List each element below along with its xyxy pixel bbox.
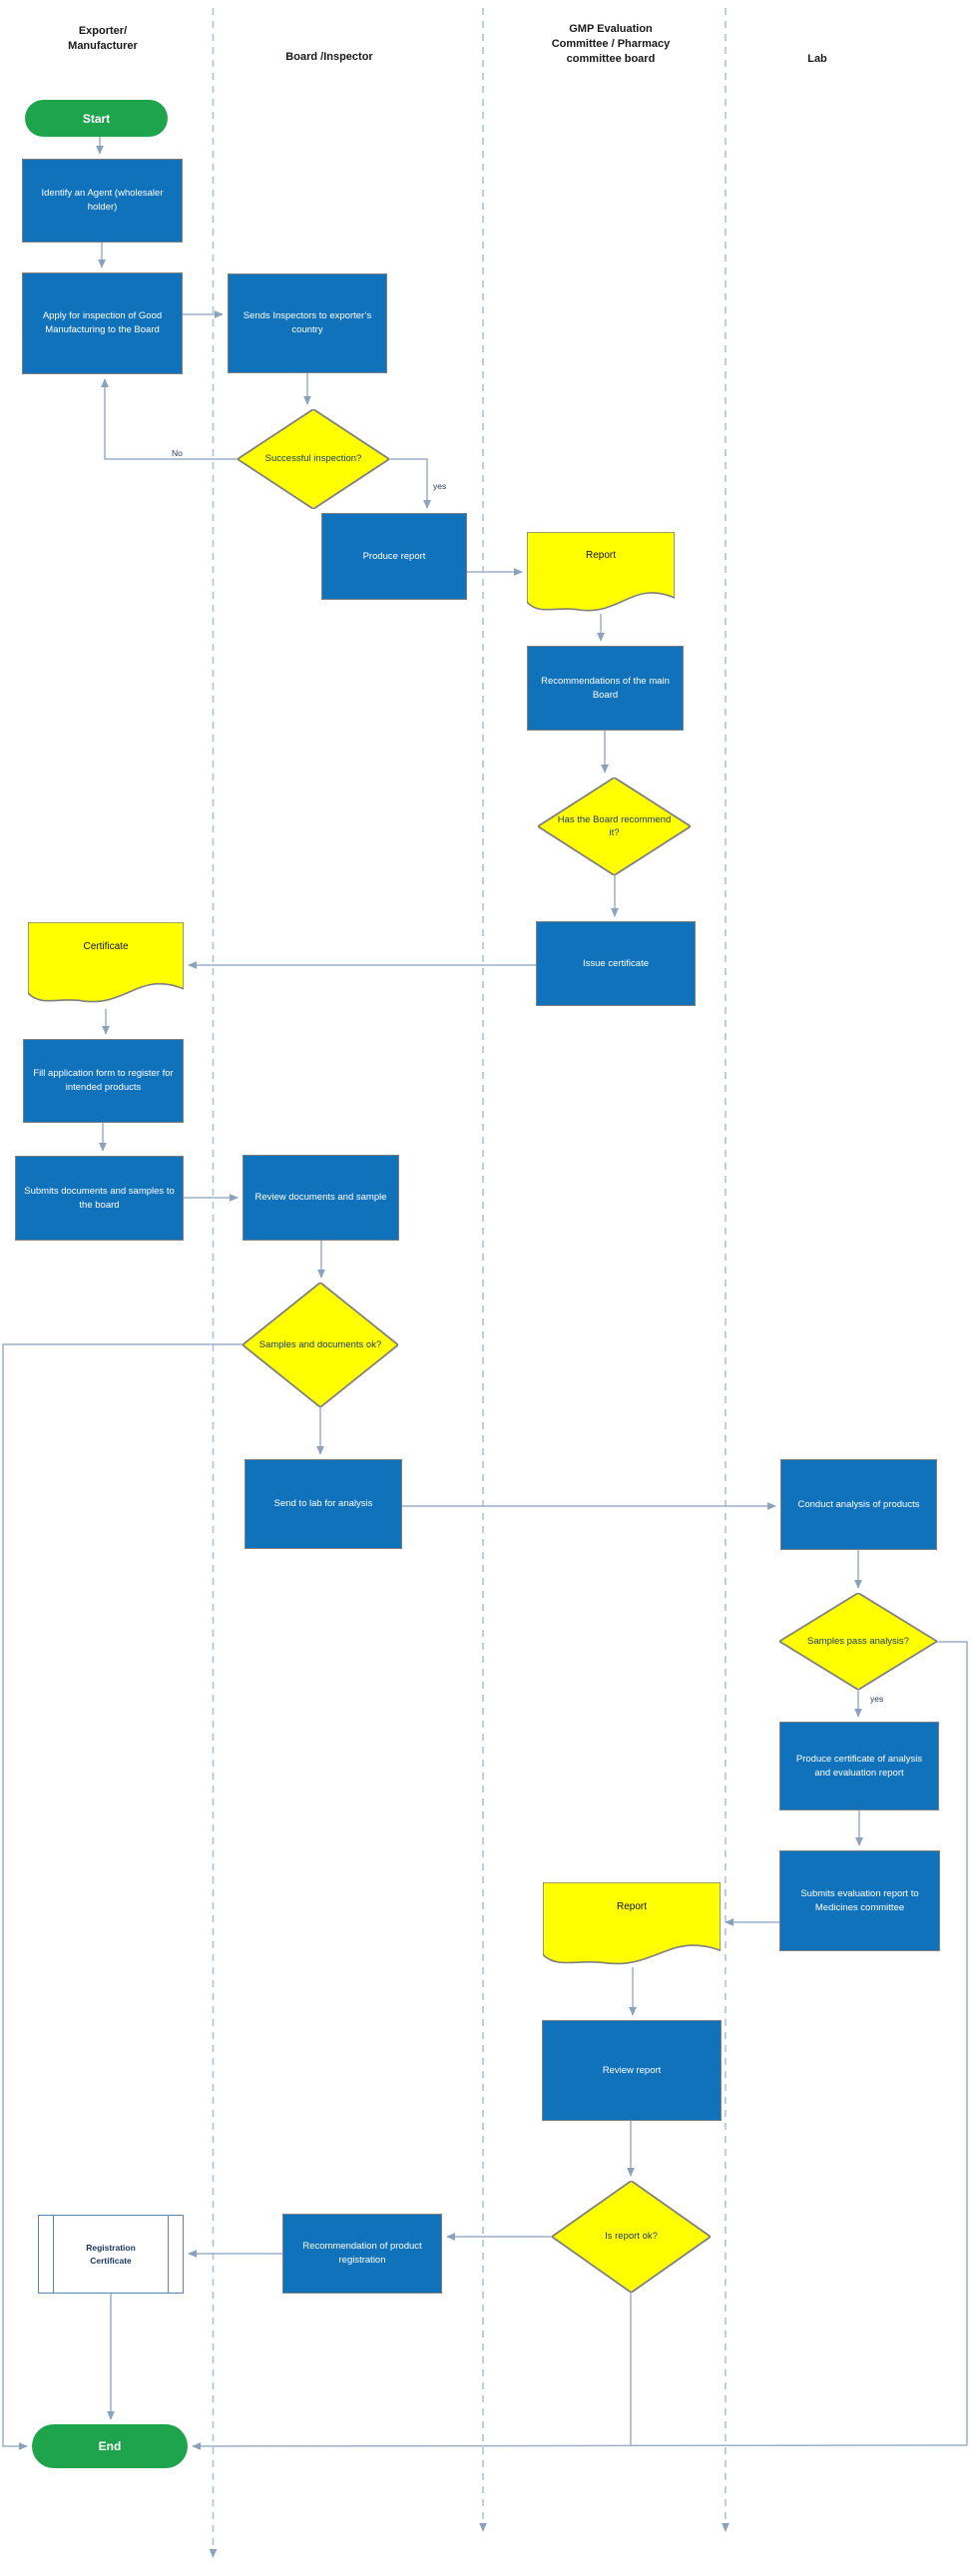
lane-header-gmp-committee: GMP Evaluation Committee / Pharmacy comm…: [551, 23, 671, 65]
edge-inspection-yes: [389, 458, 431, 509]
diamond-shape: [552, 2181, 711, 2293]
document-label: Certificate: [83, 940, 129, 952]
decision-label: Has the Board recommend it?: [557, 813, 672, 838]
edge-samples-ok-no: [2, 1343, 243, 2450]
decision-label: Successful inspection?: [264, 453, 362, 465]
diamond-shape: [538, 777, 691, 875]
lane-header-lab: Lab: [807, 53, 827, 65]
edge-label-no: No: [172, 448, 183, 458]
lane-header-exporter: Exporter/ Manufacturer: [68, 25, 138, 52]
process-conduct-analysis: Conduct analysis of products: [780, 1459, 937, 1550]
end-terminator: End: [32, 2424, 188, 2468]
process-submits-evaluation: Submits evaluation report to Medicines c…: [779, 1850, 940, 1951]
diamond-shape: [779, 1593, 937, 1690]
lane-header-board: Board /Inspector: [285, 51, 373, 63]
decision-successful-inspection: Successful inspection?: [238, 409, 389, 509]
decision-is-report-ok: Is report ok?: [552, 2181, 711, 2293]
document-report-evaluation: Report: [543, 1882, 721, 1969]
process-fill-application: Fill application form to register for in…: [23, 1039, 184, 1123]
document-shape: [543, 1882, 721, 1969]
process-send-to-lab: Send to lab for analysis: [244, 1459, 402, 1549]
predef-side-bar: [53, 2216, 54, 2293]
edge-samples-pass-no: [937, 1641, 968, 2445]
process-produce-report: Produce report: [321, 513, 467, 600]
edge-label-yes-inspection: yes: [433, 481, 447, 491]
process-recommendation-registration: Recommendation of product registration: [282, 2214, 442, 2294]
decision-label: Samples pass analysis?: [807, 1635, 909, 1647]
process-issue-certificate: Issue certificate: [536, 921, 696, 1006]
process-identify-agent: Identify an Agent (wholesaler holder): [22, 159, 183, 243]
document-shape: [28, 922, 184, 1007]
process-produce-certificate-analysis: Produce certificate of analysis and eval…: [779, 1722, 939, 1810]
start-terminator: Start: [25, 100, 168, 137]
document-label: Report: [585, 550, 616, 562]
edge-label-yes-samples: yes: [870, 1694, 884, 1704]
predef-side-bar: [168, 2216, 169, 2293]
process-sends-inspectors: Sends Inspectors to exporter’s country: [228, 273, 387, 373]
decision-samples-pass: Samples pass analysis?: [779, 1593, 937, 1690]
document-shape: [527, 532, 675, 616]
predef-label: Registration Certificate: [86, 2242, 136, 2266]
decision-samples-documents-ok: Samples and documents ok?: [243, 1283, 398, 1407]
document-report-inspection: Report: [527, 532, 675, 616]
decision-label: Samples and documents ok?: [258, 1338, 382, 1350]
process-apply-inspection: Apply for inspection of Good Manufacturi…: [22, 272, 183, 374]
document-certificate: Certificate: [28, 922, 184, 1007]
process-review-report: Review report: [542, 2020, 722, 2121]
edge-collector-end: [192, 2441, 968, 2450]
process-review-documents: Review documents and sample: [243, 1155, 399, 1241]
process-submits-documents: Submits documents and samples to the boa…: [15, 1156, 184, 1241]
diamond-shape: [243, 1283, 398, 1407]
document-label: Report: [616, 1901, 647, 1913]
decision-label: Is report ok?: [605, 2231, 658, 2243]
process-recommendations-board: Recommendations of the main Board: [527, 646, 684, 731]
predefined-registration-certificate: Registration Certificate: [38, 2215, 184, 2294]
decision-board-recommend: Has the Board recommend it?: [538, 777, 691, 875]
diamond-shape: [238, 409, 389, 509]
edge-inspection-no: [101, 378, 238, 460]
